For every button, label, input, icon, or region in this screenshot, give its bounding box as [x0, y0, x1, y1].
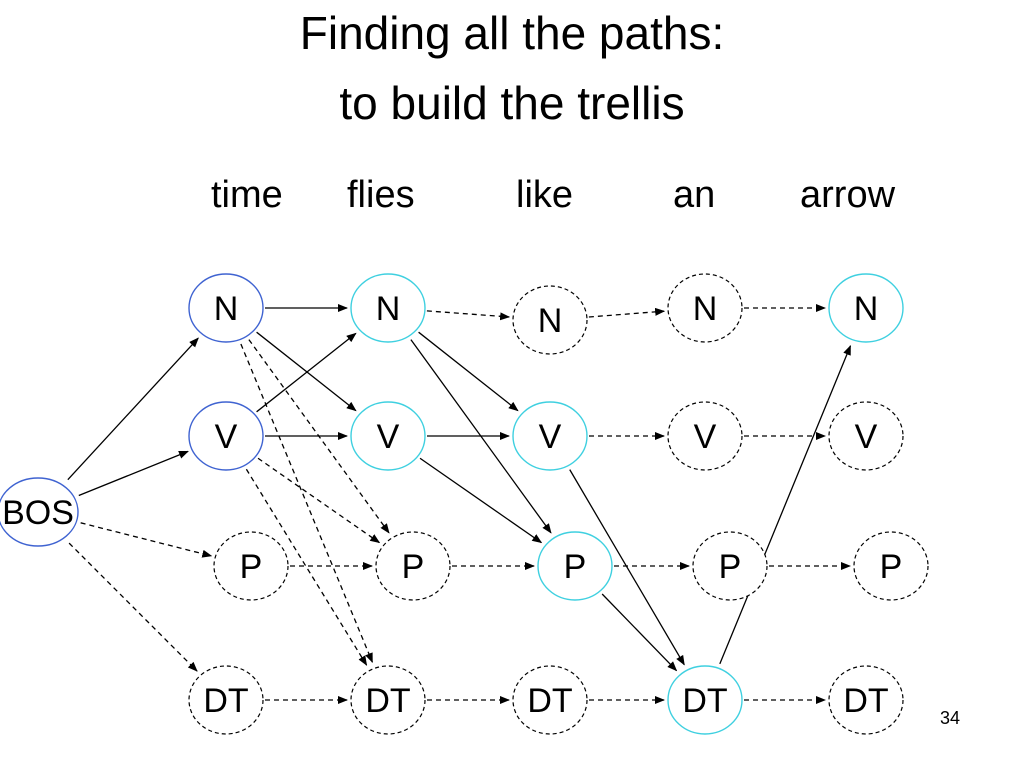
node-circle-4-P — [853, 531, 929, 601]
node-2-DT: DT — [512, 665, 588, 735]
edge-0-N-to-1-DT — [240, 343, 373, 664]
page-number: 34 — [940, 708, 961, 728]
edge-BOS-to-0-P — [80, 522, 213, 558]
edge-2-N-to-3-N — [588, 307, 666, 318]
node-circle-2-V — [512, 401, 588, 471]
edge-0-N-to-1-V — [256, 331, 357, 412]
node-label-4-N: N — [854, 290, 879, 328]
node-1-P: P — [375, 531, 451, 601]
node-4-DT: DT — [828, 665, 904, 735]
slide-title-line-2: to build the trellis — [339, 77, 685, 129]
word-time: time — [211, 174, 283, 216]
node-1-V: V — [350, 401, 426, 471]
node-label-1-P: P — [402, 548, 425, 586]
node-label-1-V: V — [377, 418, 400, 456]
edge-1-N-to-2-N — [426, 310, 511, 321]
node-circle-4-DT — [828, 665, 904, 735]
node-0-V: V — [188, 401, 264, 471]
node-label-3-V: V — [694, 418, 717, 456]
node-0-P: P — [213, 531, 289, 601]
node-circle-2-P — [537, 531, 613, 601]
node-circle-1-N — [350, 273, 426, 343]
edge-1-V-to-2-P — [419, 457, 543, 544]
node-label-4-P: P — [880, 548, 903, 586]
word-arrow: arrow — [800, 174, 896, 216]
edge-1-N-to-2-V — [418, 331, 519, 412]
node-circle-2-DT — [512, 665, 588, 735]
node-label-3-DT: DT — [682, 682, 727, 720]
node-3-V: V — [667, 401, 743, 471]
node-circle-3-N — [667, 273, 743, 343]
word-flies: flies — [347, 174, 415, 216]
node-2-P: P — [537, 531, 613, 601]
node-label-2-V: V — [539, 418, 562, 456]
node-label-4-V: V — [855, 418, 878, 456]
node-1-DT: DT — [350, 665, 426, 735]
edge-0-V-to-1-P — [257, 457, 381, 544]
node-3-P: P — [692, 531, 768, 601]
edge-0-V-to-1-N — [256, 332, 357, 413]
edge-BOS-to-0-N — [67, 337, 199, 481]
edge-BOS-to-0-V — [78, 450, 189, 497]
node-0-N: N — [188, 273, 264, 343]
node-1-N: N — [350, 273, 426, 343]
node-circle-1-V — [350, 401, 426, 471]
edge-3-DT-to-4-N — [719, 345, 852, 665]
node-label-4-DT: DT — [843, 682, 888, 720]
node-0-DT: DT — [188, 665, 264, 735]
node-label-1-N: N — [376, 290, 401, 328]
node-label-0-V: V — [215, 418, 238, 456]
node-circle-0-DT — [188, 665, 264, 735]
node-2-V: V — [512, 401, 588, 471]
node-circle-4-N — [828, 273, 904, 343]
node-BOS: BOS — [0, 477, 79, 547]
node-label-1-DT: DT — [365, 682, 410, 720]
node-circle-0-V — [188, 401, 264, 471]
edge-2-V-to-3-DT — [569, 469, 685, 666]
edge-BOS-to-0-DT — [68, 542, 198, 672]
node-4-P: P — [853, 531, 929, 601]
node-circle-3-DT — [667, 665, 743, 735]
word-an: an — [673, 174, 716, 216]
nodes-layer: BOS N N N N N V V V V V P P P P P DT DT DT DT DT — [0, 273, 929, 735]
node-label-3-N: N — [693, 290, 718, 328]
node-circle-2-N — [512, 285, 588, 355]
node-label-2-DT: DT — [527, 682, 572, 720]
node-label-0-P: P — [240, 548, 263, 586]
node-label-2-N: N — [538, 302, 563, 340]
edge-2-P-to-3-DT — [601, 593, 678, 672]
node-3-N: N — [667, 273, 743, 343]
word-like: like — [516, 174, 574, 216]
node-circle-4-V — [828, 401, 904, 471]
node-circle-3-V — [667, 401, 743, 471]
edges-layer — [67, 304, 852, 704]
node-label-0-DT: DT — [203, 682, 248, 720]
node-circle-1-DT — [350, 665, 426, 735]
node-4-N: N — [828, 273, 904, 343]
node-circle-1-P — [375, 531, 451, 601]
edge-0-V-to-1-DT — [245, 468, 368, 666]
node-label-0-N: N — [214, 290, 239, 328]
node-circle-3-P — [692, 531, 768, 601]
node-2-N: N — [512, 285, 588, 355]
slide-title-line-1: Finding all the paths: — [299, 7, 725, 59]
node-circle-BOS — [0, 477, 79, 547]
node-4-V: V — [828, 401, 904, 471]
node-label-BOS: BOS — [2, 494, 74, 532]
node-circle-0-N — [188, 273, 264, 343]
node-label-2-P: P — [564, 548, 587, 586]
node-3-DT: DT — [667, 665, 743, 735]
node-circle-0-P — [213, 531, 289, 601]
node-label-3-P: P — [719, 548, 742, 586]
